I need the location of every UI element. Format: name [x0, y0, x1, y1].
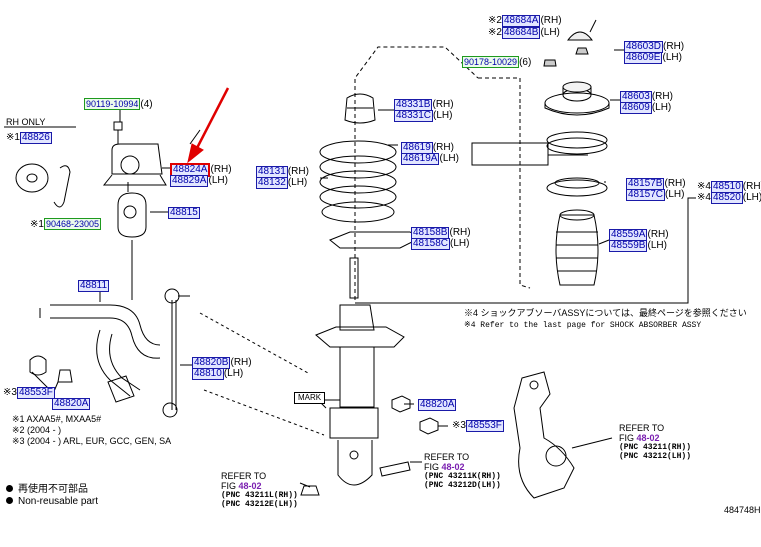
- footnote-2: ※2 (2004 - ): [12, 425, 62, 435]
- bullet-icon: [6, 497, 13, 504]
- part-label-48820A-mid[interactable]: 48820A: [418, 399, 457, 411]
- part-label-48609[interactable]: 48609(LH): [620, 102, 672, 114]
- part-label-48815[interactable]: 48815: [168, 207, 200, 219]
- footnote-3: ※3 (2004 - ) ARL, EUR, GCC, GEN, SA: [12, 436, 172, 446]
- refer-nut[interactable]: REFER TO FIG 48-02 (PNC 43211L(RH)) (PNC…: [221, 471, 298, 509]
- part-label-90178-10029[interactable]: 90178-10029(6): [462, 56, 532, 68]
- legend-non-reusable-jp: 再使用不可部品: [6, 484, 88, 496]
- part-label-48158B[interactable]: 48158B(RH): [411, 227, 471, 239]
- bullet-icon: [6, 485, 13, 492]
- mark-label: MARK: [294, 392, 326, 404]
- refer-bolt[interactable]: REFER TO FIG 48-02 (PNC 43211K(RH)) (PNC…: [424, 452, 501, 490]
- part-label-90119-10994[interactable]: 90119-10994(4): [84, 98, 153, 110]
- diagram-id: 484748H: [724, 505, 761, 515]
- rh-only-label: RH ONLY: [6, 117, 46, 127]
- fig-link-bolt[interactable]: 48-02: [441, 462, 465, 472]
- footnote-1: ※1 AXAA5#, MXAA5#: [12, 414, 102, 424]
- part-label-48829A[interactable]: 48829A(LH): [170, 175, 228, 187]
- part-label-48810[interactable]: 48810(LH): [192, 368, 244, 380]
- part-label-48559B[interactable]: 48559B(LH): [609, 240, 667, 252]
- part-label-48157C[interactable]: 48157C(LH): [626, 189, 685, 201]
- part-label-48619A[interactable]: 48619A(LH): [401, 153, 459, 165]
- part-label-48331C[interactable]: 48331C(LH): [394, 110, 453, 122]
- part-label-48158C[interactable]: 48158C(LH): [411, 238, 470, 250]
- fig-link-nut[interactable]: 48-02: [238, 481, 262, 491]
- part-label-48132[interactable]: 48132(LH): [256, 177, 308, 189]
- legend-non-reusable-en: Non-reusable part: [6, 496, 98, 508]
- part-label-48609E[interactable]: 48609E(LH): [624, 52, 682, 64]
- refer-knuckle[interactable]: REFER TO FIG 48-02 (PNC 43211(RH)) (PNC …: [619, 423, 692, 461]
- note-shock-absorber-en: ※4 Refer to the last page for SHOCK ABSO…: [464, 321, 702, 330]
- part-label-48820B[interactable]: 48820B(RH): [192, 357, 252, 369]
- fig-link-knuckle[interactable]: 48-02: [636, 433, 660, 443]
- note-shock-absorber-jp: ※4 ショックアブソーバASSYについては、最終ページを参照ください: [464, 308, 747, 318]
- part-label-48820A-left[interactable]: 48820A: [52, 398, 91, 410]
- part-label-48811[interactable]: 48811: [78, 280, 110, 292]
